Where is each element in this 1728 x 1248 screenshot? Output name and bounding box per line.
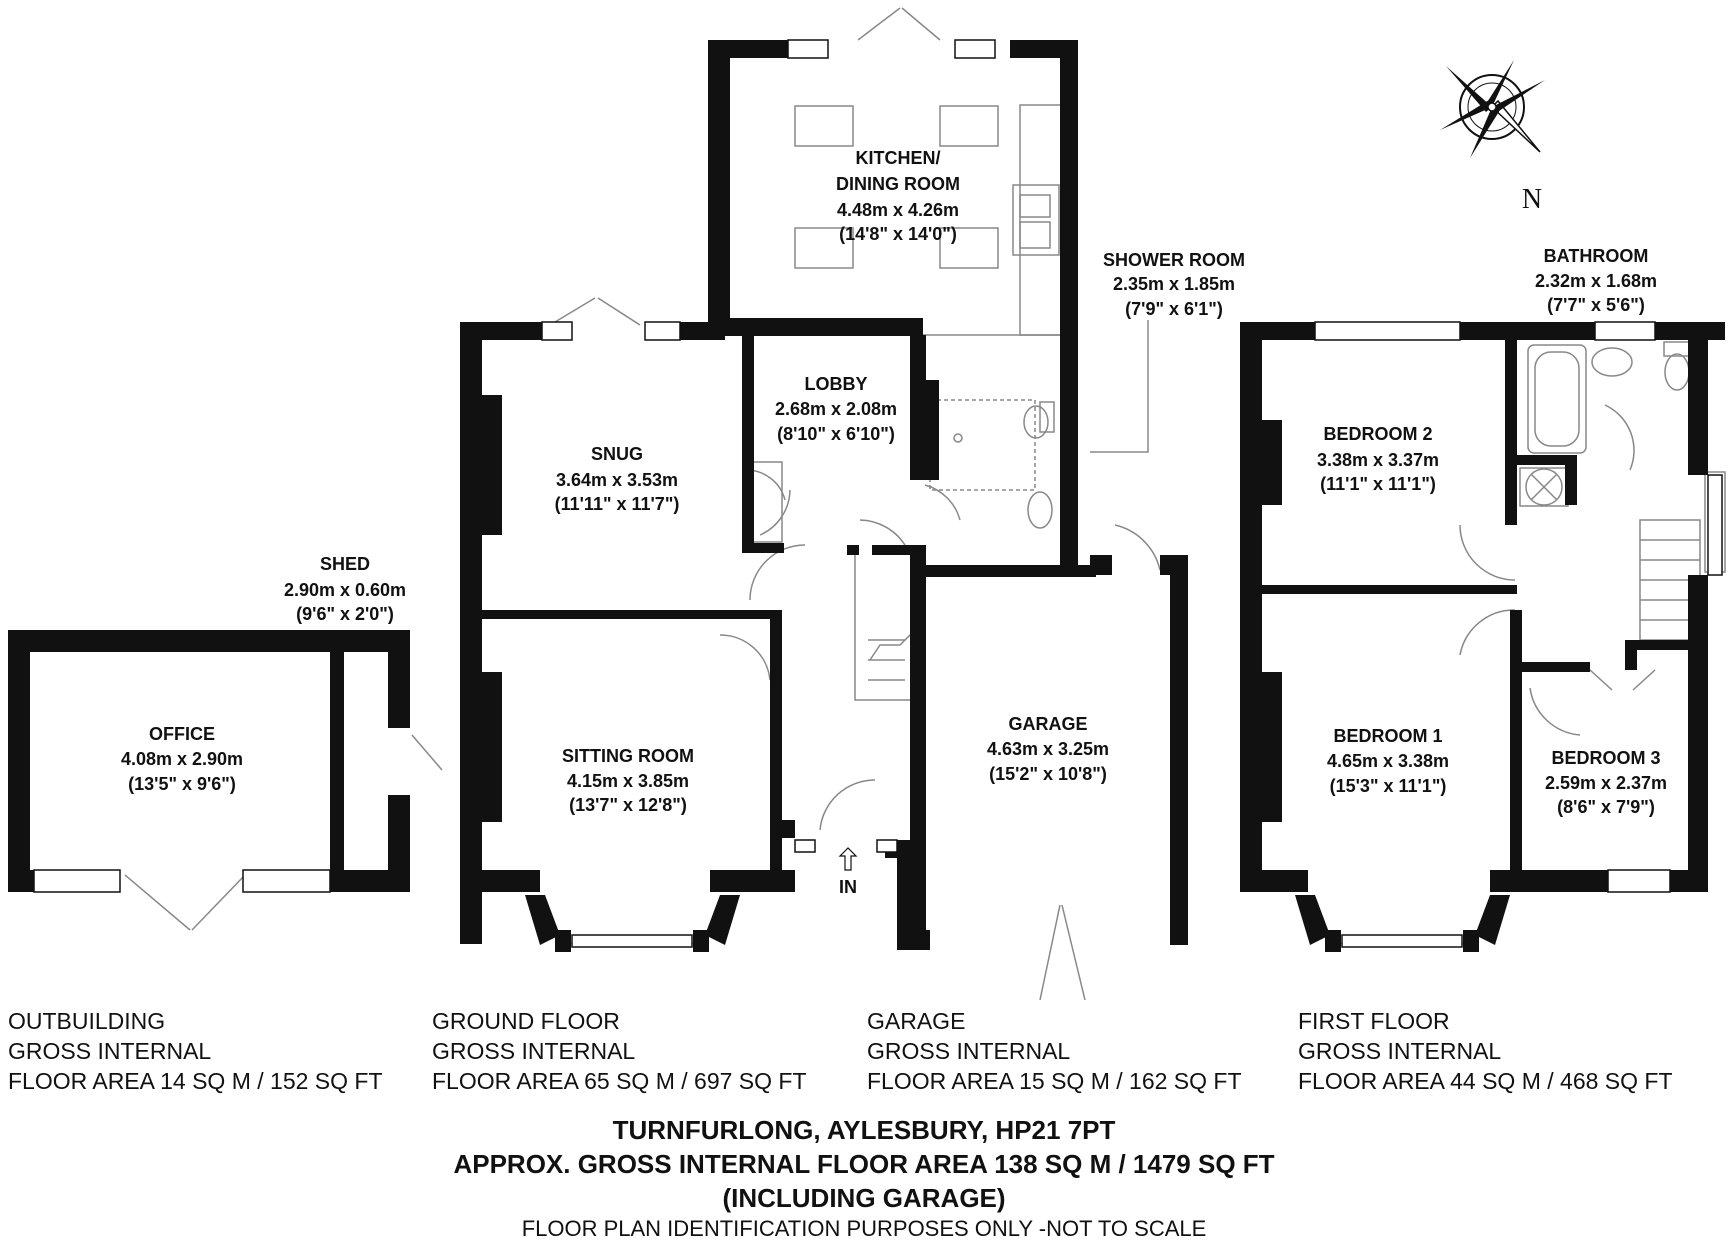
room-shed: SHED 2.90m x 0.60m (9'6" x 2'0") [284, 554, 406, 624]
entrance-label: IN [839, 877, 857, 897]
room-dimensions-metric: 2.35m x 1.85m [1113, 274, 1235, 294]
room-snug: SNUG 3.64m x 3.53m (11'11" x 11'7") [555, 444, 680, 514]
area-value: FLOOR AREA 44 SQ M / 468 SQ FT [1298, 1068, 1673, 1094]
room-dimensions-imperial: (7'7" x 5'6") [1547, 295, 1645, 315]
room-name: OFFICE [149, 724, 215, 744]
area-title: GROUND FLOOR [432, 1008, 620, 1034]
area-outbuilding: OUTBUILDING GROSS INTERNAL FLOOR AREA 14… [8, 1006, 383, 1096]
room-dimensions-imperial: (14'8" x 14'0") [839, 224, 957, 244]
room-dimensions-imperial: (13'7" x 12'8") [569, 795, 687, 815]
room-name: BATHROOM [1544, 246, 1649, 266]
room-dimensions-imperial: (15'3" x 11'1") [1330, 776, 1447, 796]
room-garage: GARAGE 4.63m x 3.25m (15'2" x 10'8") [987, 714, 1109, 784]
room-dimensions-imperial: (7'9" x 6'1") [1125, 299, 1223, 319]
room-dimensions-imperial: (8'6" x 7'9") [1557, 797, 1655, 817]
area-ground-floor: GROUND FLOOR GROSS INTERNAL FLOOR AREA 6… [432, 1006, 807, 1096]
room-bedroom-1: BEDROOM 1 4.65m x 3.38m (15'3" x 11'1") [1327, 726, 1449, 796]
area-value: FLOOR AREA 15 SQ M / 162 SQ FT [867, 1068, 1242, 1094]
room-dimensions-imperial: (11'1" x 11'1") [1320, 474, 1436, 494]
room-name: BEDROOM 1 [1333, 726, 1442, 746]
room-dimensions-imperial: (11'11" x 11'7") [555, 494, 680, 514]
room-name: BEDROOM 2 [1323, 424, 1432, 444]
room-sitting: SITTING ROOM 4.15m x 3.85m (13'7" x 12'8… [562, 746, 694, 815]
room-dimensions-metric: 4.15m x 3.85m [567, 771, 689, 791]
area-garage: GARAGE GROSS INTERNAL FLOOR AREA 15 SQ M… [867, 1006, 1242, 1096]
room-shower: SHOWER ROOM 2.35m x 1.85m (7'9" x 6'1") [1103, 250, 1245, 319]
room-dimensions-metric: 4.65m x 3.38m [1327, 751, 1449, 771]
area-title: GARAGE [867, 1008, 966, 1034]
room-name: GARAGE [1008, 714, 1087, 734]
room-name: DINING ROOM [836, 174, 960, 194]
including-garage-note: (INCLUDING GARAGE) [722, 1183, 1006, 1213]
compass-north-label: N [1522, 184, 1542, 215]
property-address: TURNFURLONG, AYLESBURY, HP21 7PT [612, 1115, 1116, 1145]
room-dimensions-imperial: (15'2" x 10'8") [989, 764, 1107, 784]
room-bedroom-3: BEDROOM 3 2.59m x 2.37m (8'6" x 7'9") [1545, 748, 1667, 817]
room-dimensions-metric: 4.63m x 3.25m [987, 739, 1109, 759]
total-floor-area: APPROX. GROSS INTERNAL FLOOR AREA 138 SQ… [453, 1149, 1275, 1179]
room-bedroom-2: BEDROOM 2 3.38m x 3.37m (11'1" x 11'1") [1317, 424, 1439, 494]
room-dimensions-metric: 2.32m x 1.68m [1535, 271, 1657, 291]
compass-icon: N [1440, 60, 1545, 215]
area-title: OUTBUILDING [8, 1008, 166, 1034]
footer: TURNFURLONG, AYLESBURY, HP21 7PT APPROX.… [0, 1113, 1728, 1243]
room-name: BEDROOM 3 [1551, 748, 1660, 768]
area-value: FLOOR AREA 65 SQ M / 697 SQ FT [432, 1068, 807, 1094]
scale-disclaimer: FLOOR PLAN IDENTIFICATION PURPOSES ONLY … [521, 1216, 1207, 1241]
entrance-marker: IN [838, 847, 858, 897]
room-name: SITTING ROOM [562, 746, 694, 766]
room-dimensions-metric: 4.08m x 2.90m [121, 749, 243, 769]
area-subtitle: GROSS INTERNAL [432, 1038, 636, 1064]
room-name: SNUG [591, 444, 643, 464]
area-value: FLOOR AREA 14 SQ M / 152 SQ FT [8, 1068, 383, 1094]
room-name: SHOWER ROOM [1103, 250, 1245, 270]
room-kitchen: KITCHEN/ DINING ROOM 4.48m x 4.26m (14'8… [836, 148, 960, 244]
room-name: SHED [320, 554, 370, 574]
area-first-floor: FIRST FLOOR GROSS INTERNAL FLOOR AREA 44… [1298, 1006, 1673, 1096]
room-name: KITCHEN/ [856, 148, 941, 168]
room-dimensions-imperial: (8'10" x 6'10") [777, 424, 895, 444]
room-dimensions-metric: 2.68m x 2.08m [775, 399, 897, 419]
room-dimensions-imperial: (9'6" x 2'0") [296, 604, 394, 624]
room-bathroom: BATHROOM 2.32m x 1.68m (7'7" x 5'6") [1535, 246, 1657, 315]
area-subtitle: GROSS INTERNAL [1298, 1038, 1502, 1064]
room-name: LOBBY [805, 374, 868, 394]
room-dimensions-metric: 4.48m x 4.26m [837, 200, 959, 220]
area-title: FIRST FLOOR [1298, 1008, 1450, 1034]
room-dimensions-metric: 2.59m x 2.37m [1545, 773, 1667, 793]
area-subtitle: GROSS INTERNAL [867, 1038, 1071, 1064]
room-office: OFFICE 4.08m x 2.90m (13'5" x 9'6") [121, 724, 243, 794]
room-dimensions-metric: 3.38m x 3.37m [1317, 450, 1439, 470]
room-dimensions-metric: 2.90m x 0.60m [284, 580, 406, 600]
room-dimensions-metric: 3.64m x 3.53m [556, 470, 678, 490]
room-dimensions-imperial: (13'5" x 9'6") [128, 774, 236, 794]
room-lobby: LOBBY 2.68m x 2.08m (8'10" x 6'10") [775, 374, 897, 444]
area-subtitle: GROSS INTERNAL [8, 1038, 212, 1064]
